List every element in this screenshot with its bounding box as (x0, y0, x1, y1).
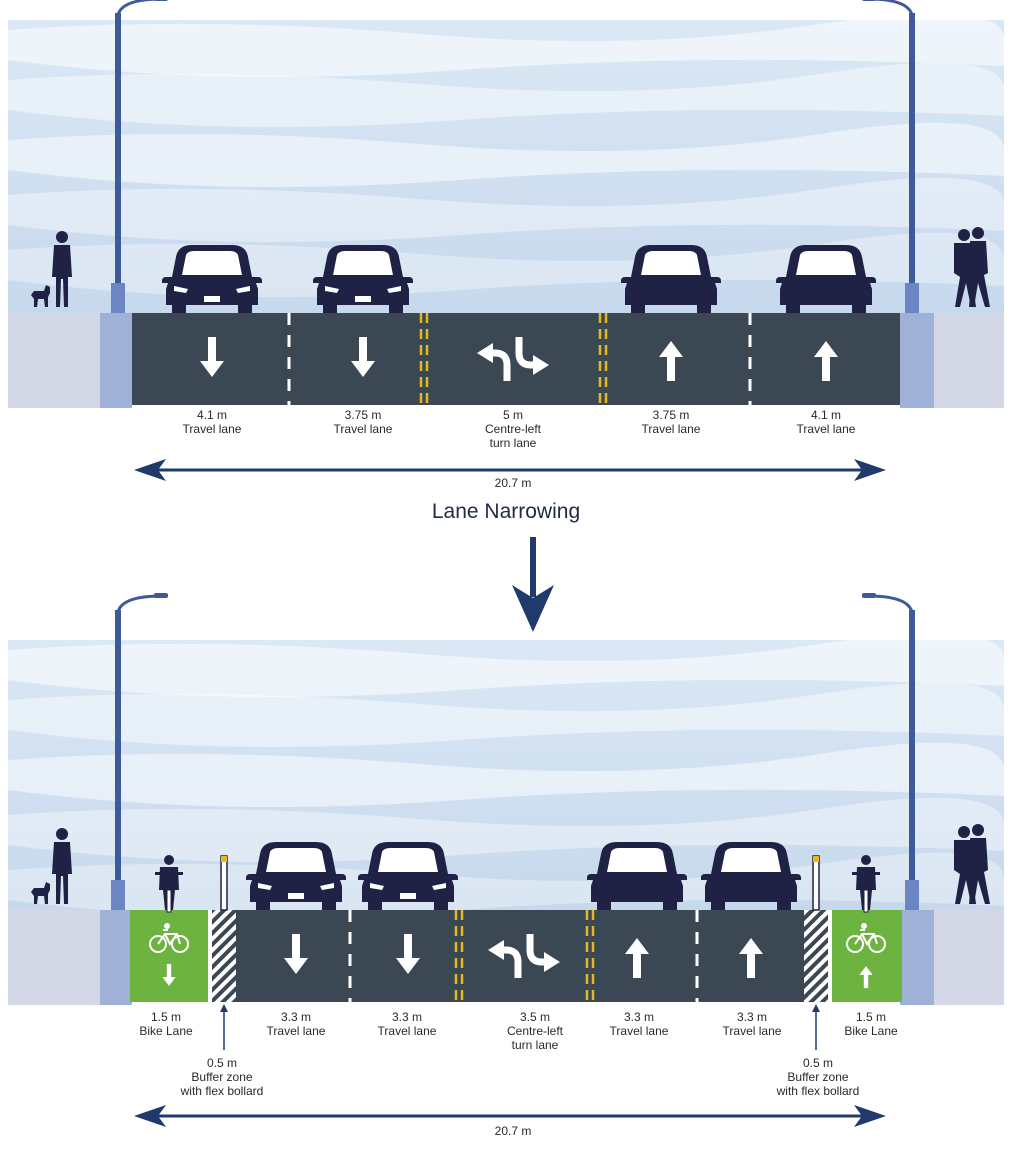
lane-name-text: Centre-left (506, 1024, 564, 1038)
edge-line (828, 910, 832, 1002)
lane-total_width-text: 20.7 m (494, 1124, 532, 1138)
car-rear-silhouette (621, 245, 721, 313)
car-front-silhouette (358, 842, 458, 910)
lane-name-text: Travel lane (377, 1024, 437, 1038)
cloud-band (8, 682, 1004, 748)
bike-lane-right (832, 910, 902, 1002)
lane-name-text: Travel lane (609, 1024, 669, 1038)
car-front-silhouette (246, 842, 346, 910)
cloud-band (8, 632, 1004, 698)
total-width-arrow-after-head-left (134, 1105, 166, 1127)
lane-name-text: Buffer zone (787, 1070, 849, 1084)
cloud-band (8, 122, 1004, 188)
curb-left (100, 313, 132, 408)
lane-width-text: 1.5 m (855, 1010, 886, 1024)
curb-left (100, 910, 132, 1005)
before-scene (8, 0, 1004, 481)
lane-name-text: Travel lane (333, 422, 393, 436)
curb-right (900, 313, 934, 408)
lane-narrowing-transition (512, 537, 554, 632)
lane-name-text: Travel lane (266, 1024, 326, 1038)
curb-right (900, 910, 934, 1005)
road-surface (132, 313, 900, 405)
flex-bollard (220, 855, 228, 911)
lane-width-text: 3.3 m (736, 1010, 768, 1024)
lane-name-text: Centre-left (484, 422, 542, 436)
lane-width-text: 4.1 m (196, 408, 228, 422)
total-width-arrow-after-head-right (854, 1105, 886, 1127)
total-width-label-before: 20.7 m (495, 476, 532, 490)
down-arrow-icon (512, 585, 554, 632)
lane-name-text: Travel lane (722, 1024, 782, 1038)
lane-total_width-text: 20.7 m (494, 476, 532, 490)
sidewalk-left (8, 313, 103, 408)
car-rear-silhouette (587, 842, 687, 910)
cloud-band (8, 177, 1004, 243)
lane-name-text: Travel lane (182, 422, 242, 436)
buffer-zone-left (212, 910, 236, 1002)
cloud-band (8, 62, 1004, 128)
after-scene (8, 591, 1004, 1127)
cloud-band (8, 742, 1004, 808)
lane-name-text: Bike Lane (139, 1024, 193, 1038)
car-rear-silhouette (701, 842, 801, 910)
down-arrow-shaft (530, 537, 536, 597)
lane-name-text: turn lane (489, 436, 537, 450)
cloud-band (8, 797, 1004, 863)
lane-name-text: Buffer zone (191, 1070, 253, 1084)
car-front-silhouette (313, 245, 413, 313)
cloud-band (8, 12, 1004, 78)
lane-width-text: 3.5 m (519, 1010, 550, 1024)
lane-width-text: 3.3 m (391, 1010, 423, 1024)
total-width-arrow-before-head-right (854, 459, 886, 481)
lane-width-text: 5 m (502, 408, 523, 422)
lane-name-text: turn lane (511, 1038, 559, 1052)
total-width-arrow-before-head-left (134, 459, 166, 481)
lane-width-text: 3.3 m (623, 1010, 655, 1024)
edge-line (208, 910, 212, 1002)
lane-name-text: with flex bollard (180, 1084, 264, 1098)
buffer-pointer-head (812, 1004, 820, 1012)
lane-width-text: 3.75 m (344, 408, 382, 422)
buffer-zone-right (804, 910, 828, 1002)
flex-bollard-reflector (221, 856, 227, 862)
lane-narrowing-label: Lane Narrowing (431, 500, 581, 523)
car-front-silhouette (162, 245, 262, 313)
lane-width-text: 4.1 m (810, 408, 842, 422)
flex-bollard-reflector (813, 856, 819, 862)
sidewalk-left (8, 910, 103, 1005)
car-rear-silhouette (776, 245, 876, 313)
lane-width-text: 3.3 m (280, 1010, 312, 1024)
lane-width-text: 0.5 m (206, 1056, 237, 1070)
lane-name-text: Bike Lane (844, 1024, 898, 1038)
buffer-pointer-head (220, 1004, 228, 1012)
lane-name-text: with flex bollard (776, 1084, 860, 1098)
lane-width-text: 1.5 m (150, 1010, 181, 1024)
lane-width-text: 0.5 m (802, 1056, 833, 1070)
lane-name-text: Travel lane (796, 422, 856, 436)
lane-name-text: Travel lane (641, 422, 701, 436)
flex-bollard (812, 855, 820, 911)
total-width-label-after: 20.7 m (495, 1124, 532, 1138)
lane-width-text: 3.75 m (652, 408, 690, 422)
